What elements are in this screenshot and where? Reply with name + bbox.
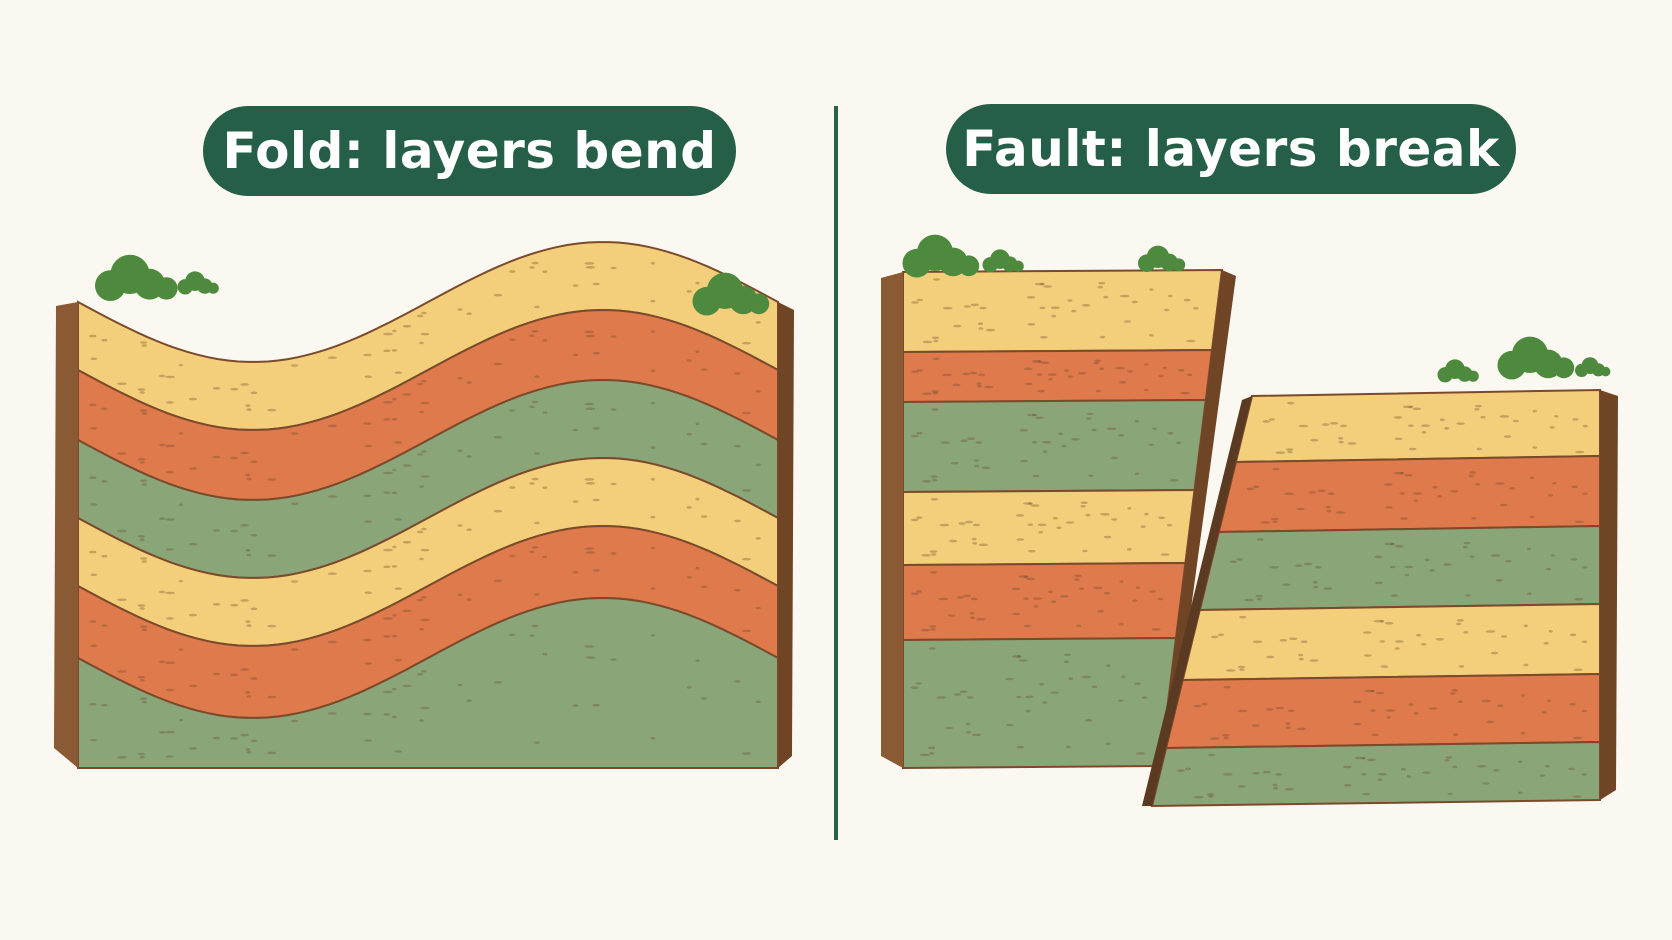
fold-label: Fold: layers bend: [203, 106, 736, 196]
grass-tuft: [902, 234, 980, 278]
grass-tuft: [177, 271, 219, 295]
grass-tuft: [95, 254, 178, 301]
grass-tuft: [1497, 336, 1575, 380]
grass-tuft: [982, 249, 1024, 273]
grass-tuft: [1575, 357, 1611, 377]
fault-right-edge: [1600, 390, 1618, 800]
fault-right-layer-yellow: [1181, 602, 1601, 682]
fault-left-scarp: [1160, 270, 1236, 766]
fault-left-layer-green: [902, 636, 1178, 770]
fault-plane: [1142, 396, 1252, 806]
fault-left-layer-yellow: [902, 488, 1196, 567]
fault-right-layer-orange: [1164, 672, 1601, 750]
fold-right-edge: [778, 302, 794, 768]
grass-tuft: [1437, 359, 1479, 383]
fault-left-layer-yellow: [902, 268, 1224, 354]
fold-block: [54, 241, 794, 769]
fault-left-block: [881, 234, 1236, 770]
panel-divider: [834, 106, 838, 840]
fault-label: Fault: layers break: [946, 104, 1516, 194]
grass-tuft: [692, 272, 770, 316]
fault-left-layer-orange: [902, 561, 1187, 642]
fold-left-edge: [54, 302, 78, 768]
fault-left-layer-green: [902, 398, 1207, 494]
fault-right-layer-green: [1150, 740, 1601, 808]
grass-tuft: [1138, 245, 1186, 272]
fault-left-edge: [881, 272, 903, 768]
fault-right-block: [1142, 336, 1618, 808]
